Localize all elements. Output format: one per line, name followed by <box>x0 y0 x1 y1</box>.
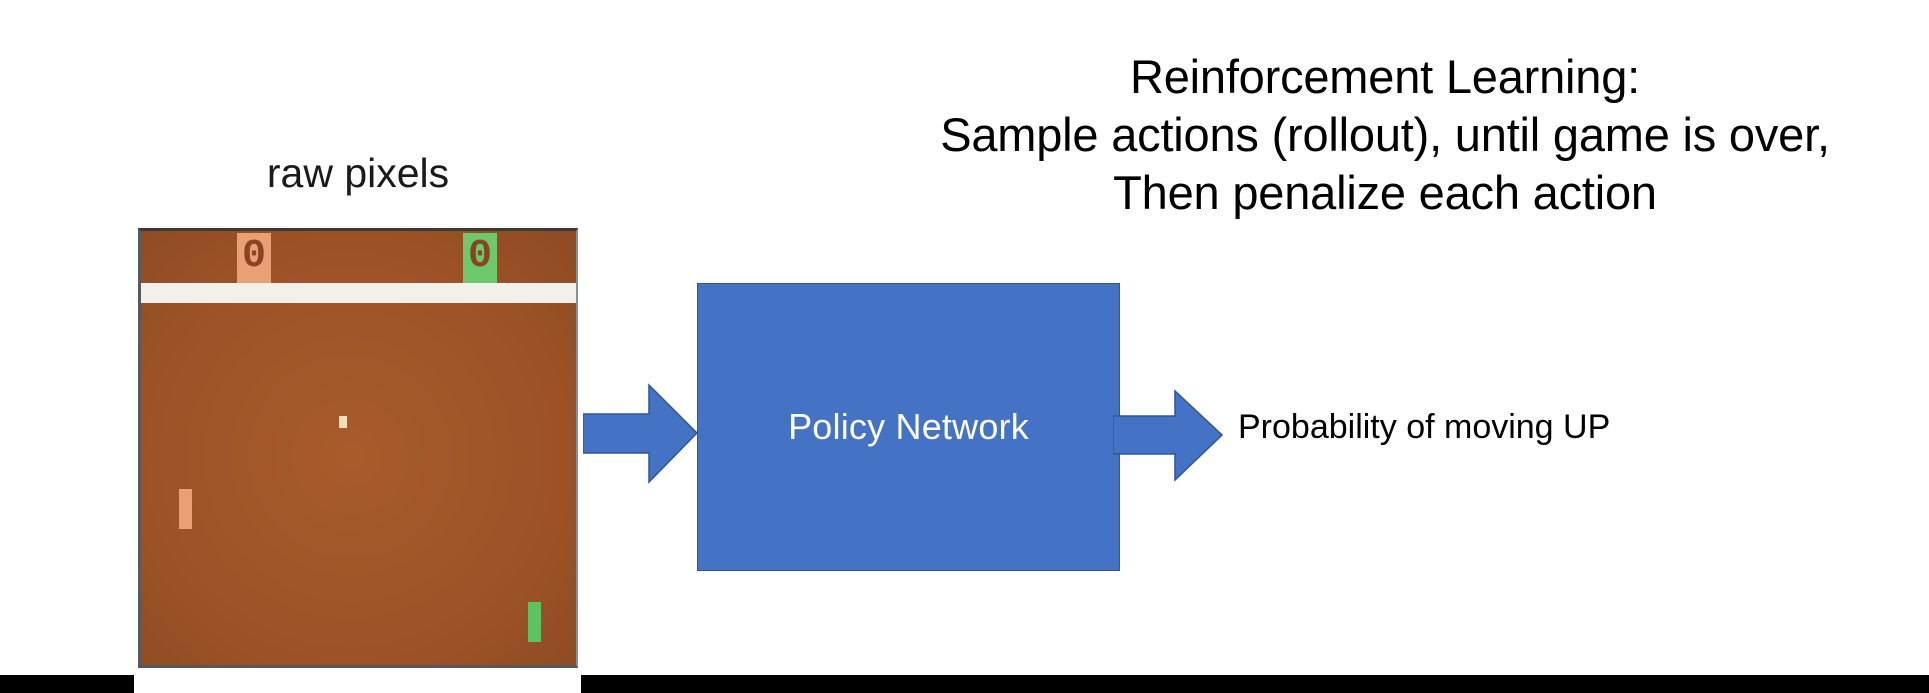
right-paddle <box>528 602 541 642</box>
right-arrow-icon <box>582 381 699 486</box>
bottom-bar-left <box>0 675 134 693</box>
pong-playfield: 0 0 <box>141 231 576 665</box>
policy-network-label: Policy Network <box>788 406 1029 447</box>
headline-line-2: Sample actions (rollout), until game is … <box>940 108 1830 161</box>
left-paddle <box>179 489 192 529</box>
headline-line-3: Then penalize each action <box>1113 166 1657 219</box>
score-left: 0 <box>237 233 271 283</box>
output-probability-label: Probability of moving UP <box>1238 408 1611 446</box>
raw-pixels-caption: raw pixels <box>266 150 450 196</box>
pong-ball <box>339 416 347 428</box>
right-arrow-icon <box>1112 388 1224 483</box>
headline-line-1: Reinforcement Learning: <box>1129 50 1641 103</box>
policy-network-box: Policy Network <box>697 283 1120 571</box>
pong-game-screenshot: 0 0 <box>138 228 578 668</box>
bottom-bar-right <box>581 675 1929 693</box>
score-right: 0 <box>463 233 497 283</box>
center-divider-line <box>141 283 576 303</box>
page-title: Reinforcement Learning: Sample actions (… <box>845 48 1925 222</box>
